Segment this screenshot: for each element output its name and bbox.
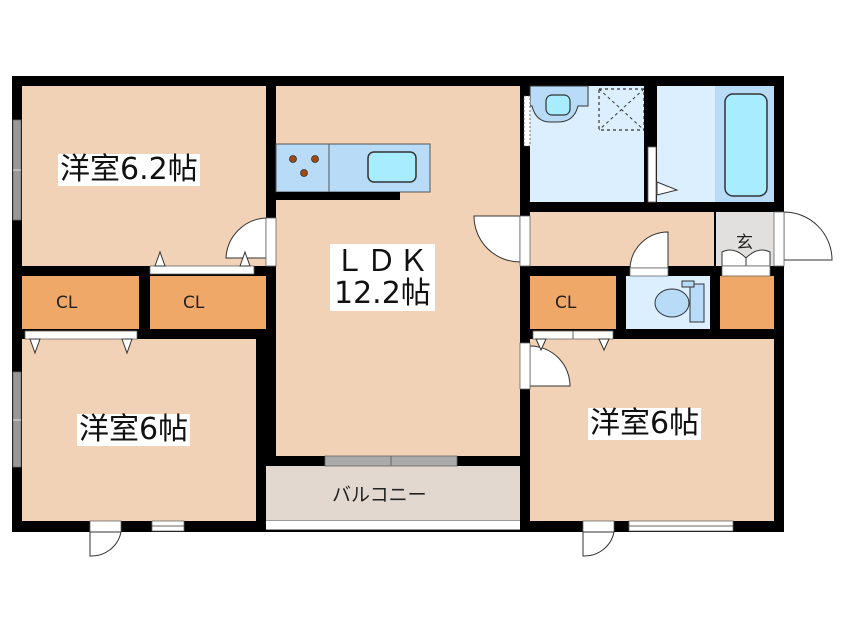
door-bottom-left <box>89 520 122 557</box>
label-western-room-bottom-left: 洋室6帖 <box>77 412 191 447</box>
label-closet-left-2: CL <box>183 293 205 313</box>
shoe-cabinet-doors <box>721 249 771 277</box>
door-toilet <box>629 231 669 277</box>
closet-left-2 <box>150 276 266 329</box>
label-western-room-bottom-right: 洋室6帖 <box>588 406 702 441</box>
label-ldk-line2: 12.2帖 <box>334 275 431 311</box>
label-western-room-top-left: 洋室6.2帖 <box>58 152 200 187</box>
door-ldk <box>473 215 531 267</box>
bathroom-anteroom <box>657 86 715 202</box>
door-western-room-bottom-right <box>519 342 571 390</box>
sink-icon <box>367 151 417 183</box>
label-closet-right: CL <box>555 293 577 313</box>
washbasin-icon <box>529 85 589 123</box>
balcony-rail <box>266 520 520 530</box>
closet-left-1 <box>22 276 139 329</box>
label-balcony: バルコニー <box>332 484 427 506</box>
closet-right <box>530 276 616 329</box>
kitchen-counter <box>275 143 431 200</box>
label-ldk: ＬＤＫ 12.2帖 <box>330 244 435 311</box>
label-ldk-line1: ＬＤＫ <box>334 244 431 279</box>
balcony <box>266 466 520 520</box>
stove-icon <box>289 155 319 177</box>
entrance-door <box>773 211 833 267</box>
label-closet-left-1: CL <box>56 293 78 313</box>
hallway <box>530 212 714 266</box>
door-bottom-right <box>582 520 615 557</box>
label-entrance: 玄 <box>736 233 753 253</box>
wall-segment <box>256 456 266 532</box>
toilet-icon <box>654 280 705 323</box>
washing-machine-space-icon <box>598 88 645 131</box>
door-western-room-top-left <box>225 217 277 267</box>
bathtub-icon <box>724 93 768 197</box>
shoe-cabinet <box>720 276 774 329</box>
